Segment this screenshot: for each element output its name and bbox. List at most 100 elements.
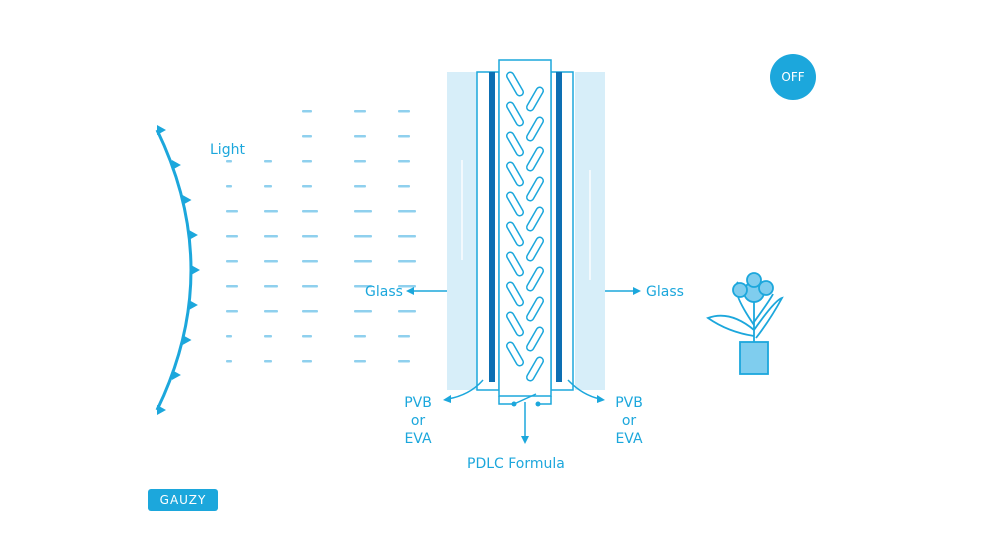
- light-dash: [302, 235, 318, 238]
- light-tick: [182, 335, 192, 345]
- light-dash: [302, 360, 312, 363]
- liquid-crystal: [526, 236, 544, 262]
- light-dash: [354, 185, 366, 188]
- light-rays: [226, 110, 416, 363]
- light-dash: [302, 260, 318, 263]
- light-dash: [226, 285, 238, 288]
- liquid-crystal: [506, 71, 524, 97]
- liquid-crystal: [506, 341, 524, 367]
- light-dash: [226, 310, 238, 313]
- brand-logo: GAUZY: [148, 489, 218, 511]
- pvb-label-right: PVB or EVA: [611, 394, 647, 448]
- liquid-crystal: [506, 221, 524, 247]
- pdlc-formula-label: PDLC Formula: [467, 456, 565, 472]
- pvb-right-line-3: EVA: [615, 431, 643, 447]
- light-dash: [264, 160, 272, 163]
- glass-label-left: Glass: [365, 284, 403, 300]
- light-dash: [226, 360, 232, 363]
- light-dash: [264, 210, 278, 213]
- light-dash: [264, 360, 272, 363]
- callout-arrows: [406, 287, 641, 403]
- light-dash: [354, 160, 366, 163]
- pvb-left-line-3: EVA: [404, 431, 432, 447]
- liquid-crystal: [506, 251, 524, 277]
- pvb-left-line-1: PVB: [404, 395, 432, 411]
- light-dash: [226, 260, 238, 263]
- light-dash: [264, 185, 272, 188]
- liquid-crystal: [526, 116, 544, 142]
- light-dash: [302, 335, 312, 338]
- light-dash: [354, 310, 372, 313]
- light-tick: [188, 230, 198, 240]
- light-dash: [398, 360, 410, 363]
- light-dash: [398, 335, 410, 338]
- light-dash: [264, 335, 272, 338]
- light-dash: [398, 210, 416, 213]
- light-tick: [188, 300, 198, 310]
- light-dash: [354, 210, 372, 213]
- liquid-crystal: [506, 311, 524, 337]
- light-dash: [354, 235, 372, 238]
- light-dash: [302, 285, 318, 288]
- pvb-left-line-2: or: [410, 413, 426, 429]
- light-dash: [264, 235, 278, 238]
- liquid-crystal: [526, 326, 544, 352]
- light-dash: [354, 285, 372, 288]
- liquid-crystal: [526, 296, 544, 322]
- light-tick: [171, 160, 181, 170]
- liquid-crystal: [506, 131, 524, 157]
- light-dash: [226, 210, 238, 213]
- light-dash: [398, 260, 416, 263]
- light-dash: [264, 285, 278, 288]
- pvb-right-line-2: or: [621, 413, 637, 429]
- light-label: Light: [210, 142, 245, 158]
- light-dash: [302, 310, 318, 313]
- light-tick: [182, 195, 192, 205]
- liquid-crystal: [526, 266, 544, 292]
- light-dash: [354, 360, 366, 363]
- pvb-right-line-1: PVB: [615, 395, 643, 411]
- liquid-crystal: [506, 101, 524, 127]
- light-dash: [398, 160, 410, 163]
- light-dash: [398, 285, 416, 288]
- light-dash: [302, 135, 312, 138]
- pvb-label-left: PVB or EVA: [400, 394, 436, 448]
- pdlc-layer: [498, 59, 552, 444]
- liquid-crystal: [526, 206, 544, 232]
- light-dash: [226, 185, 232, 188]
- light-dash: [354, 335, 366, 338]
- light-dash: [354, 260, 372, 263]
- light-dash: [226, 235, 238, 238]
- light-tick: [157, 125, 166, 135]
- liquid-crystal: [506, 161, 524, 187]
- light-dash: [398, 235, 416, 238]
- light-source-icon: [155, 125, 200, 415]
- light-dash: [302, 210, 318, 213]
- liquid-crystal: [526, 356, 544, 382]
- light-dash: [226, 160, 232, 163]
- off-status-badge: OFF: [770, 54, 816, 100]
- glass-panes: [447, 71, 605, 391]
- light-dash: [264, 260, 278, 263]
- light-dash: [302, 110, 312, 113]
- liquid-crystal: [526, 176, 544, 202]
- light-tick: [191, 265, 200, 275]
- glass-label-right: Glass: [646, 284, 684, 300]
- light-dash: [398, 185, 410, 188]
- light-dash: [398, 135, 410, 138]
- light-dash: [398, 110, 410, 113]
- light-dash: [264, 310, 278, 313]
- light-dash: [226, 335, 232, 338]
- light-tick: [171, 370, 181, 380]
- light-dash: [354, 110, 366, 113]
- liquid-crystal: [506, 191, 524, 217]
- light-dash: [354, 135, 366, 138]
- light-tick: [157, 405, 166, 415]
- liquid-crystal: [526, 86, 544, 112]
- light-dash: [398, 310, 416, 313]
- liquid-crystal: [506, 281, 524, 307]
- light-dash: [302, 160, 312, 163]
- plant-icon: [706, 272, 784, 375]
